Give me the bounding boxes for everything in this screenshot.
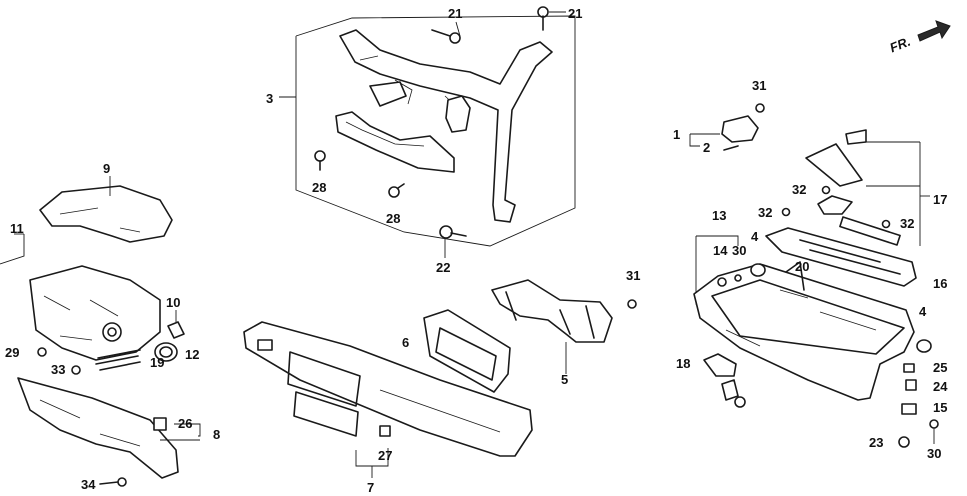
frame-clip: [445, 95, 471, 133]
bolt-22: [439, 225, 467, 258]
callout-23: 23: [869, 435, 883, 450]
callout-32-right: 32: [900, 216, 914, 231]
glovebox-damper-bracket: [765, 195, 917, 287]
column-cover-upper: [39, 176, 173, 243]
callout-30-upper: 30: [732, 243, 746, 258]
arrow-right-icon: [917, 20, 951, 42]
callout-16: 16: [933, 276, 947, 291]
callout-5: 5: [561, 372, 568, 387]
callout-34: 34: [81, 477, 96, 492]
callout-31-lower: 31: [626, 268, 640, 283]
radio-bezel: [423, 309, 511, 393]
callout-18: 18: [676, 356, 690, 371]
callout-20: 20: [795, 259, 809, 274]
callout-32-upper: 32: [792, 182, 806, 197]
front-label: FR.: [888, 34, 913, 56]
callout-12: 12: [185, 347, 199, 362]
callout-29: 29: [5, 345, 19, 360]
callout-21-right: 21: [568, 6, 582, 21]
bolt-28-lower: [388, 183, 405, 198]
clips-29-33-34: [37, 347, 127, 487]
callout-4-lower: 4: [919, 304, 927, 319]
callout-21-left: 21: [448, 6, 462, 21]
bolt-21-right: [537, 6, 566, 31]
frame-bracket-left: [335, 111, 455, 173]
glovebox-cable: [805, 129, 930, 246]
callout-30-lower: 30: [927, 446, 941, 461]
glovebox: [693, 235, 915, 401]
column-cover-lower: [0, 233, 161, 361]
callout-2: 2: [703, 140, 710, 155]
bolt-28-upper: [314, 150, 326, 171]
callout-27: 27: [378, 448, 392, 463]
dashboard-lower-bezel: [243, 321, 533, 478]
callout-32-middle: 32: [758, 205, 772, 220]
callout-28-lower: 28: [386, 211, 400, 226]
callout-33: 33: [51, 362, 65, 377]
screws-32: [781, 185, 891, 229]
striker-18: [703, 353, 746, 408]
callout-17: 17: [933, 192, 947, 207]
clip-10: [167, 310, 185, 339]
callout-6: 6: [402, 335, 409, 350]
trim-19: [95, 349, 141, 371]
callout-4-upper: 4: [751, 229, 759, 244]
callout-22: 22: [436, 260, 450, 275]
callout-9: 9: [103, 161, 110, 176]
bolt-21-left: [431, 21, 461, 44]
callout-3: 3: [266, 91, 273, 106]
callout-31-upper: 31: [752, 78, 766, 93]
ring-12: [154, 342, 178, 362]
glovebox-lock: [689, 103, 765, 151]
callout-13: 13: [712, 208, 726, 223]
callout-11: 11: [10, 221, 24, 236]
callout-28-upper: 28: [312, 180, 326, 195]
center-bracket: [491, 279, 637, 374]
small-parts-23-24-25-15: [898, 363, 939, 448]
glovebox-stop-4: [750, 263, 932, 353]
dashboard-frame-assembly: [279, 15, 576, 247]
frame-gusset: [369, 81, 407, 107]
callout-25: 25: [933, 360, 947, 375]
knee-panel: [17, 377, 201, 479]
callout-1: 1: [673, 127, 680, 142]
callout-19: 19: [150, 355, 164, 370]
callout-8: 8: [213, 427, 220, 442]
callout-10: 10: [166, 295, 180, 310]
callout-24: 24: [933, 379, 948, 394]
upper-frame-beam: [339, 29, 553, 223]
front-orientation-badge: FR.: [888, 20, 951, 56]
callout-7: 7: [367, 480, 374, 495]
callout-labels: 1 2 3 4 4 5 6 7 8 9 10 11 12 13 14 15 16…: [5, 6, 948, 495]
callout-26: 26: [178, 416, 192, 431]
callout-14: 14: [713, 243, 728, 258]
callout-15: 15: [933, 400, 947, 415]
